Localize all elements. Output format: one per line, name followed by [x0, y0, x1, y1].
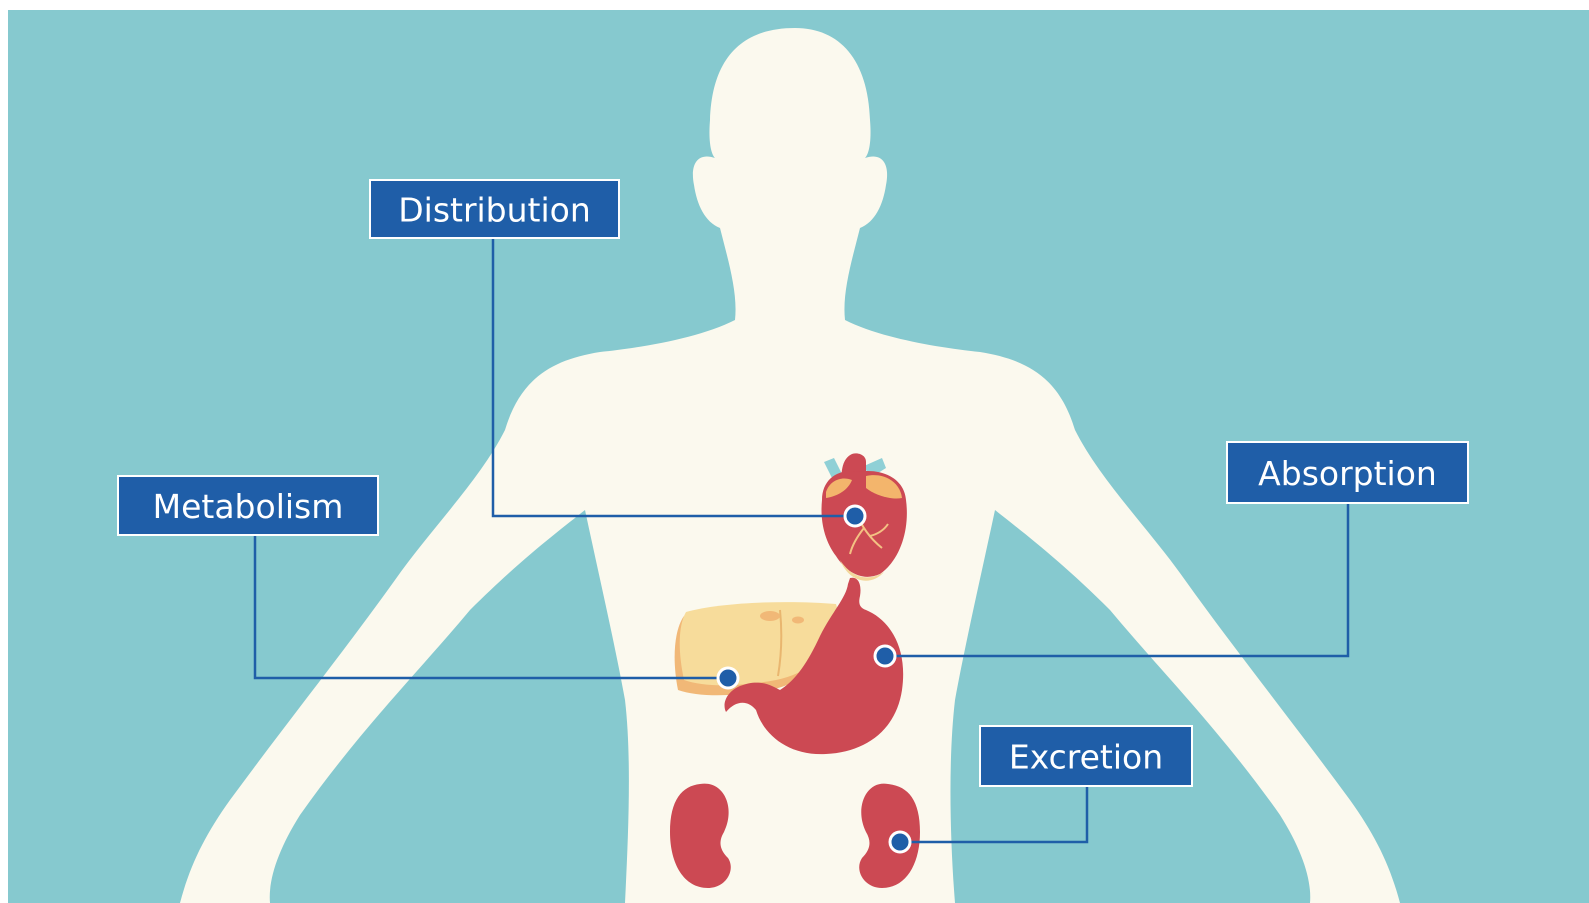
excretion-label-text: Excretion [1009, 738, 1163, 777]
absorption-marker [875, 646, 895, 666]
excretion-label: Excretion [980, 726, 1192, 786]
absorption-label-text: Absorption [1258, 454, 1437, 493]
metabolism-marker [718, 668, 738, 688]
metabolism-label: Metabolism [118, 476, 378, 535]
distribution-marker [845, 506, 865, 526]
metabolism-label-text: Metabolism [153, 487, 344, 526]
liver-spot-1 [760, 611, 780, 621]
distribution-label-text: Distribution [398, 191, 591, 230]
liver-spot-2 [792, 617, 804, 624]
distribution-label: Distribution [370, 180, 619, 238]
excretion-marker [890, 832, 910, 852]
absorption-label: Absorption [1227, 442, 1468, 503]
